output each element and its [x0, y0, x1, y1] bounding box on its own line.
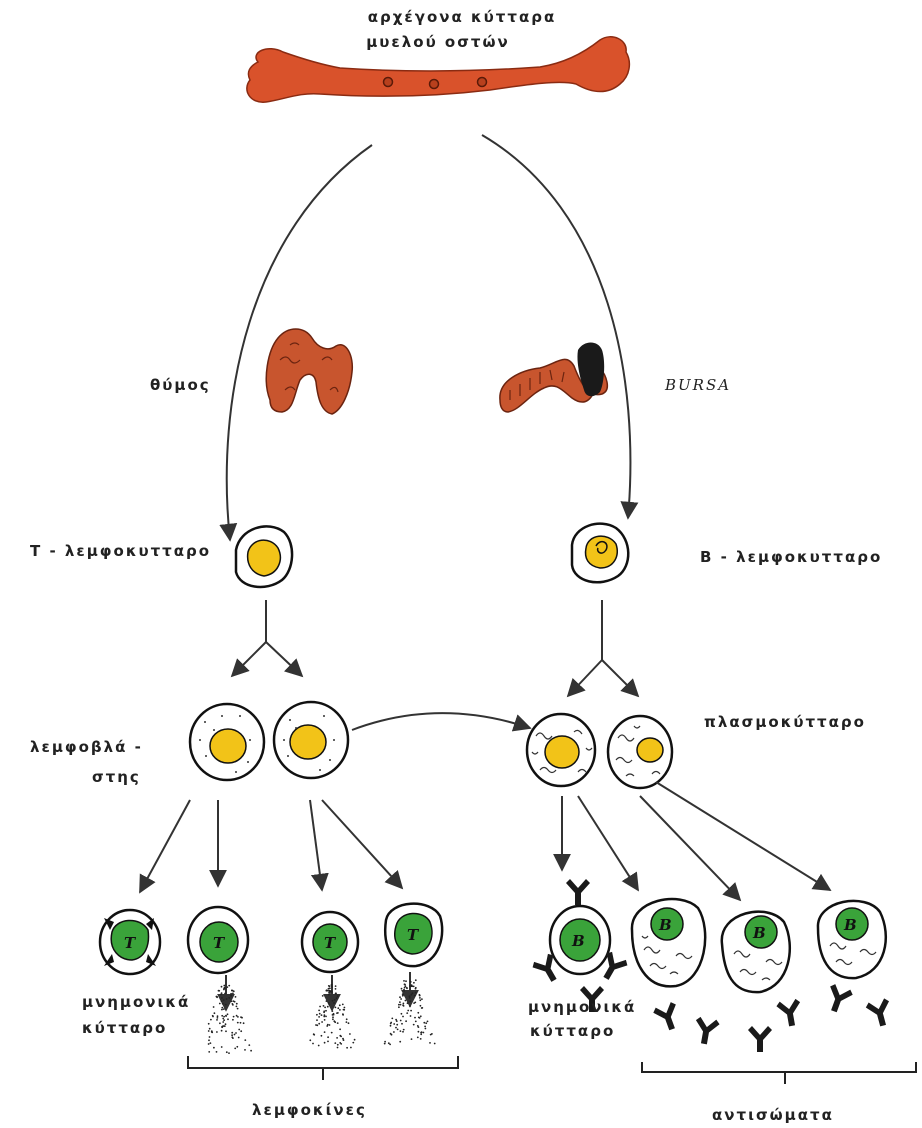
stem-cells-label: αρχέγονα κύτταρα	[368, 8, 557, 26]
b-lymphocyte-cell	[572, 524, 628, 583]
antibody-icon	[865, 997, 895, 1028]
b-cell-2-letter: B	[752, 924, 766, 942]
t-cell-3-letter: T	[407, 926, 420, 944]
arrow-bone-to-b	[482, 135, 630, 518]
antibody-icon	[823, 983, 854, 1016]
thymus-label: θύμος	[150, 376, 211, 394]
t-cell-2: T	[302, 912, 358, 972]
b-cell-3-letter: B	[843, 916, 857, 934]
antibodies-bracket	[642, 1062, 916, 1084]
b-memory-cell: B	[550, 906, 610, 974]
lymphokines-label: λεμφοκίνες	[252, 1101, 367, 1119]
arrow-to-b-cell-2	[640, 796, 740, 900]
lymphokine-dots	[208, 979, 436, 1054]
antibody-icon	[692, 1016, 720, 1046]
b-memory-letter: B	[571, 932, 585, 950]
antibody-icon	[748, 1026, 772, 1052]
lymphokine-plumes	[226, 972, 410, 1010]
b-cell-1-letter: B	[658, 916, 672, 934]
b-cell-2: B	[722, 912, 790, 992]
arrow-to-b-cell-1	[578, 796, 638, 890]
bone-marrow-label: μυελού οστών	[366, 33, 509, 51]
antibody-icon	[776, 998, 804, 1028]
plasma-cell-2	[608, 716, 672, 788]
t-cell-3: T	[385, 904, 442, 966]
lymphokines-bracket	[188, 1056, 458, 1080]
memory-b-label-2: κύτταρο	[530, 1022, 615, 1040]
memory-t-label-2: κύτταρο	[82, 1019, 167, 1037]
arrow-to-t-memory	[140, 800, 190, 892]
arrow-lymphoblast-to-plasma	[352, 713, 530, 730]
memory-t-label: μνημονικά	[82, 993, 190, 1011]
b-lymphocyte-label: Β - λεμφοκυτταρο	[700, 548, 882, 566]
t-memory-letter: T	[124, 934, 137, 952]
bursa-icon	[500, 343, 607, 413]
antibodies-label: αντισώματα	[712, 1106, 834, 1124]
lymphoblast-cell-1	[190, 704, 264, 780]
t-lymphocyte-label: Τ - λεμφοκυτταρο	[30, 542, 211, 560]
t-memory-cell: T	[100, 910, 160, 974]
t-split-arrows	[232, 600, 302, 676]
b-cell-1: B	[632, 899, 705, 986]
arrow-to-b-cell-3	[656, 782, 830, 890]
antibody-icon	[566, 879, 590, 905]
lymphoblast-label: λεμφοβλά -	[30, 738, 143, 756]
b-split-arrows	[568, 600, 638, 696]
plasma-cell-label: πλασμοκύτταρο	[704, 713, 866, 731]
antibody-icon	[652, 1001, 683, 1034]
arrow-to-t-cell-3	[322, 800, 402, 888]
t-cell-2-letter: T	[324, 934, 337, 952]
lymphoblast-label-2: στης	[92, 768, 141, 786]
t-cell-1-letter: T	[213, 934, 226, 952]
t-lymphocyte-cell	[236, 526, 292, 587]
bursa-label: BURSA	[664, 376, 731, 394]
t-cell-1: T	[188, 907, 248, 973]
thymus-icon	[266, 329, 352, 414]
lymphoblast-cell-2	[274, 702, 348, 778]
arrow-to-t-cell-2	[310, 800, 322, 890]
memory-b-label: μνημονικά	[528, 998, 636, 1016]
b-cell-3: B	[818, 901, 886, 978]
plasma-cell-1	[527, 714, 595, 786]
